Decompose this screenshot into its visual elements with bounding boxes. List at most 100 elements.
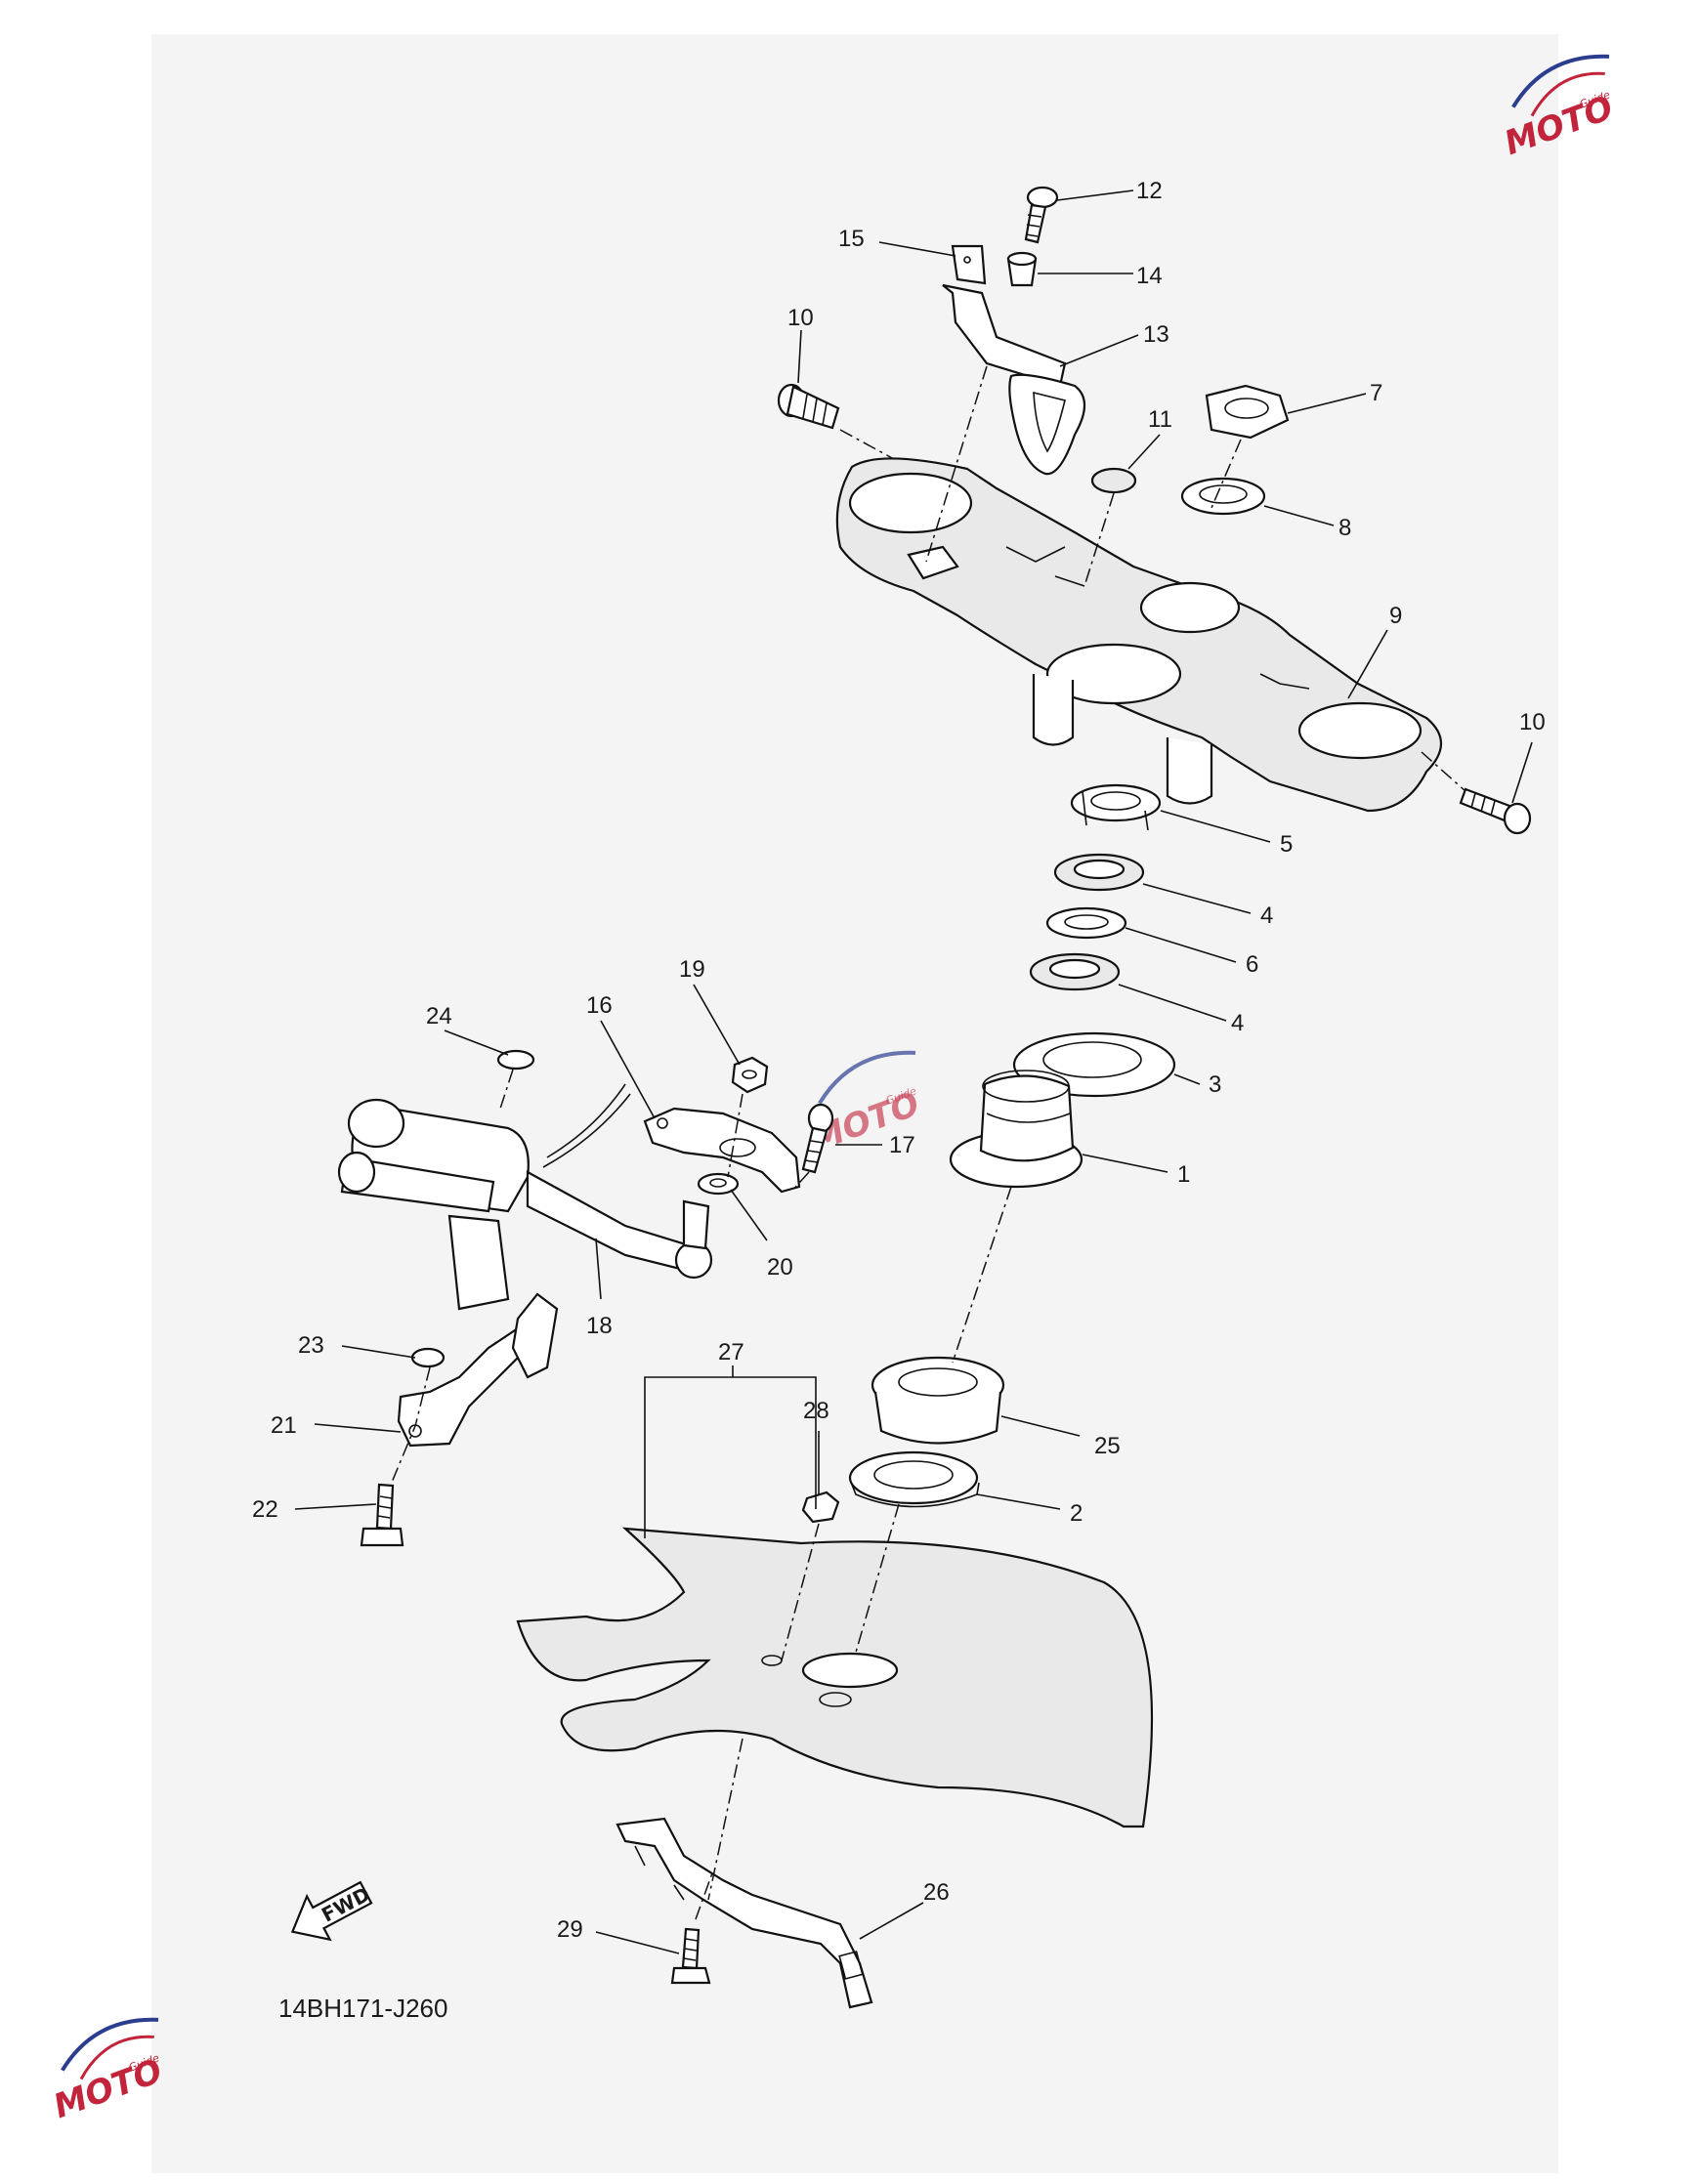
leader-23 — [341, 1345, 416, 1359]
leader-20 — [730, 1189, 768, 1241]
label-8: 8 — [1338, 515, 1351, 541]
leader-29 — [595, 1931, 680, 1954]
part-24-washer — [496, 1049, 535, 1071]
leader-16 — [600, 1020, 656, 1119]
label-15: 15 — [838, 226, 865, 252]
centerline-stem — [952, 1186, 1012, 1364]
label-27: 27 — [718, 1339, 744, 1365]
centerline-lower-23 — [390, 1366, 431, 1486]
leader-9 — [1347, 629, 1388, 699]
part-29-bolt — [670, 1927, 711, 1985]
part-4-ring-nut-lower — [1029, 952, 1121, 991]
label-14: 14 — [1136, 263, 1163, 289]
leader-3 — [1173, 1073, 1201, 1085]
centerline-bracket-13 — [925, 365, 988, 563]
leader-12 — [1056, 189, 1134, 201]
leader-26 — [859, 1902, 924, 1940]
label-10a: 10 — [787, 305, 814, 331]
leader-13 — [1059, 334, 1139, 367]
part-19-nut — [731, 1056, 769, 1094]
label-10b: 10 — [1519, 709, 1546, 735]
label-11: 11 — [1148, 406, 1172, 433]
part-28-nut — [801, 1491, 840, 1524]
label-9: 9 — [1389, 603, 1402, 629]
leader-21 — [314, 1423, 402, 1433]
svg-text:FWD: FWD — [318, 1882, 373, 1927]
label-22: 22 — [252, 1496, 278, 1523]
watermark-logo-bottom: MOTO Guide — [49, 2017, 167, 2126]
label-4a: 4 — [1260, 903, 1273, 929]
part-16-bracket — [643, 1107, 801, 1194]
label-16: 16 — [586, 992, 613, 1019]
leader-4a — [1142, 883, 1252, 914]
label-1: 1 — [1177, 1161, 1190, 1188]
centerline-bracket-26 — [707, 1738, 743, 1901]
label-23: 23 — [298, 1332, 324, 1359]
part-14-collar — [1006, 251, 1038, 287]
label-4b: 4 — [1231, 1010, 1244, 1036]
label-25: 25 — [1094, 1433, 1121, 1459]
label-17: 17 — [889, 1132, 915, 1158]
part-10-bolt-right — [1459, 787, 1532, 835]
label-3: 3 — [1209, 1071, 1221, 1098]
part-5-lock-washer — [1070, 783, 1162, 831]
centerline-bolt-17 — [790, 1171, 810, 1193]
centerline-bolt-29 — [695, 1869, 714, 1920]
part-12-bolt — [1024, 186, 1059, 244]
leader-5 — [1160, 810, 1271, 843]
part-22-bolt — [360, 1483, 404, 1547]
leader-22 — [294, 1503, 377, 1510]
part-21-bracket — [397, 1326, 530, 1448]
leader-10a — [797, 329, 802, 384]
part-20-washer — [697, 1172, 740, 1196]
label-12: 12 — [1136, 178, 1163, 204]
bracket-27 — [644, 1365, 817, 1538]
leader-2 — [976, 1493, 1061, 1510]
centerline-bolt-10-left — [839, 429, 895, 460]
centerline-nut-7 — [1211, 439, 1242, 509]
centerline-nut-28 — [781, 1523, 820, 1661]
diagram-code: 14BH171-J260 — [278, 1994, 447, 2023]
label-29: 29 — [557, 1916, 583, 1943]
label-6: 6 — [1246, 951, 1258, 978]
centerline-bolt-10-right — [1421, 751, 1466, 792]
label-28: 28 — [803, 1398, 829, 1424]
part-17-bolt — [801, 1103, 834, 1174]
leader-25 — [1000, 1415, 1081, 1437]
leader-24 — [444, 1029, 509, 1056]
part-15-clip — [951, 244, 987, 285]
part-1-bearing-upper — [949, 1070, 1083, 1189]
centerline-washer-24 — [499, 1069, 514, 1110]
part-11-cap — [1090, 467, 1137, 494]
leader-11 — [1127, 434, 1161, 470]
label-7: 7 — [1370, 380, 1382, 406]
leader-15 — [878, 241, 956, 257]
centerline-cap-11 — [1083, 492, 1115, 587]
fwd-arrow-icon: FWD — [290, 1880, 374, 1942]
label-21: 21 — [271, 1412, 297, 1439]
label-24: 24 — [426, 1003, 452, 1029]
leader-18 — [595, 1238, 602, 1300]
label-13: 13 — [1143, 321, 1169, 348]
leader-1 — [1082, 1154, 1168, 1173]
leader-19 — [693, 984, 741, 1066]
leader-10b — [1511, 741, 1533, 804]
part-8-washer — [1180, 477, 1266, 516]
label-19: 19 — [679, 956, 705, 983]
label-2: 2 — [1070, 1500, 1083, 1527]
part-6-washer — [1045, 906, 1127, 940]
leader-8 — [1263, 505, 1335, 526]
part-26-bracket — [616, 1817, 873, 2009]
part-7-nut — [1205, 384, 1290, 440]
part-4-ring-nut-upper — [1053, 853, 1145, 892]
part-18-steering-damper — [337, 1083, 713, 1379]
leader-7 — [1287, 393, 1367, 414]
part-2-dust-seal-lower — [848, 1450, 980, 1508]
label-5: 5 — [1280, 831, 1293, 858]
part-23-washer — [410, 1347, 446, 1368]
leader-6 — [1125, 927, 1237, 963]
part-13-bracket — [942, 283, 1086, 476]
label-18: 18 — [586, 1313, 613, 1339]
label-26: 26 — [923, 1879, 950, 1906]
